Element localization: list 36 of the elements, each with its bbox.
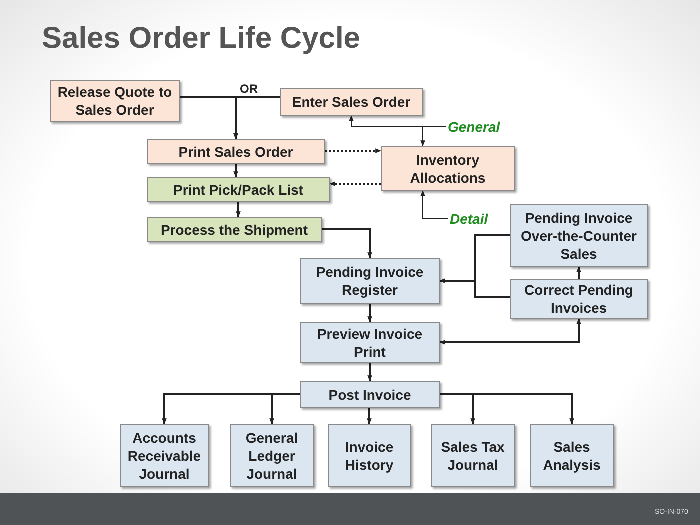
process-box: Process the Shipment bbox=[147, 217, 322, 242]
arrow bbox=[236, 202, 241, 218]
process-box: Print Pick/Pack List bbox=[147, 177, 330, 202]
process-box: Release Quote to Sales Order bbox=[50, 80, 180, 122]
arrow bbox=[322, 228, 372, 259]
process-box: Print Sales Order bbox=[147, 139, 325, 164]
arrow bbox=[440, 394, 574, 425]
arrow bbox=[576, 266, 582, 279]
edge-label: OR bbox=[240, 82, 258, 96]
arrow bbox=[439, 318, 582, 345]
arrow bbox=[420, 190, 448, 220]
dashed-arrow bbox=[329, 182, 381, 186]
title: Sales Order Life Cycle bbox=[42, 22, 360, 56]
arrow bbox=[439, 278, 510, 298]
arrow bbox=[234, 96, 280, 140]
process-box: General Ledger Journal bbox=[230, 424, 314, 487]
note-text: General bbox=[448, 118, 518, 136]
arrow bbox=[367, 408, 372, 425]
process-box: Accounts Receivable Journal bbox=[120, 424, 209, 487]
dashed-arrow bbox=[325, 148, 382, 154]
arrow bbox=[368, 304, 372, 323]
arrow bbox=[420, 126, 446, 147]
arrow bbox=[270, 394, 300, 425]
process-box: Inventory Allocations bbox=[381, 146, 515, 191]
process-box: Invoice History bbox=[328, 424, 411, 487]
process-box: Post Invoice bbox=[300, 381, 440, 408]
process-box: Enter Sales Order bbox=[280, 88, 423, 116]
arrow bbox=[234, 164, 238, 178]
process-box: Pending Invoice Register bbox=[300, 258, 440, 304]
note-text: Detail bbox=[450, 210, 510, 228]
process-box: Sales Analysis bbox=[530, 424, 614, 487]
process-box: Preview Invoice Print bbox=[300, 322, 440, 363]
process-box: Pending Invoice Over-the-Counter Sales bbox=[510, 204, 648, 267]
process-box: Correct Pending Invoices bbox=[510, 279, 648, 319]
arrow bbox=[368, 363, 372, 382]
process-box: Sales Tax Journal bbox=[431, 424, 515, 487]
